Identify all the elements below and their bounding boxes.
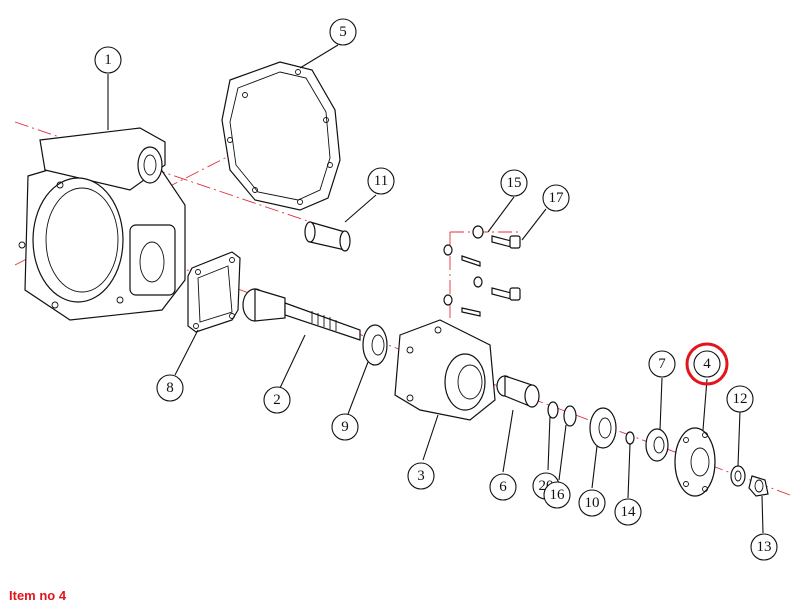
part-ring-14[interactable]	[625, 431, 635, 445]
part-flange[interactable]	[674, 427, 716, 497]
part-washer-16[interactable]	[563, 405, 577, 427]
callout-label: 10	[585, 495, 600, 511]
part-nut[interactable]	[748, 475, 769, 497]
part-gasket-large[interactable]	[221, 61, 341, 211]
callout-label: 15	[507, 175, 522, 191]
callout-label: 9	[341, 419, 349, 435]
callout-13[interactable]: 13	[750, 533, 778, 561]
part-gear-cover[interactable]	[394, 319, 496, 421]
callout-12[interactable]: 12	[726, 385, 754, 413]
callout-label: 11	[374, 173, 388, 189]
callout-9[interactable]: 9	[331, 413, 359, 441]
callout-2[interactable]: 2	[263, 386, 291, 414]
callout-label: 6	[499, 479, 507, 495]
part-gasket-small[interactable]	[187, 251, 241, 333]
callout-6[interactable]: 6	[489, 473, 517, 501]
callout-14[interactable]: 14	[614, 498, 642, 526]
callout-label: 7	[658, 356, 666, 372]
callout-1[interactable]: 1	[94, 46, 122, 74]
selection-highlight-ring	[685, 342, 729, 386]
part-sleeve[interactable]	[496, 375, 540, 408]
callout-11[interactable]: 11	[367, 167, 395, 195]
callout-8[interactable]: 8	[156, 374, 184, 402]
part-bushing[interactable]	[304, 221, 351, 252]
callout-label: 16	[550, 487, 566, 503]
callout-5[interactable]: 5	[329, 18, 357, 46]
callout-10[interactable]: 10	[578, 489, 606, 517]
callout-3[interactable]: 3	[407, 462, 435, 490]
callout-4[interactable]: 4	[685, 342, 729, 386]
callout-label: 2	[273, 392, 281, 408]
part-washer-12[interactable]	[730, 465, 746, 487]
callout-label: 13	[757, 539, 772, 555]
callout-label: 5	[339, 24, 347, 40]
part-bolts[interactable]	[443, 225, 521, 317]
part-bearing-9[interactable]	[362, 324, 388, 366]
callout-label: 4	[703, 356, 711, 372]
callout-label: 14	[621, 504, 637, 520]
callout-label: 12	[733, 391, 748, 407]
part-washer-20[interactable]	[547, 401, 559, 419]
callout-label: 1	[104, 52, 112, 68]
callout-17[interactable]: 17	[542, 184, 570, 212]
callout-7[interactable]: 7	[648, 350, 676, 378]
callout-15[interactable]: 15	[500, 169, 528, 197]
callout-label: 8	[166, 380, 174, 396]
part-housing[interactable]	[18, 127, 186, 321]
leader-lines	[107, 44, 764, 534]
callout-label: 17	[549, 190, 565, 206]
callout-16[interactable]: 16	[543, 481, 571, 509]
item-caption: Item no 4	[9, 588, 67, 603]
part-seal[interactable]	[645, 428, 669, 462]
callout-label: 3	[417, 468, 425, 484]
part-shaft[interactable]	[242, 288, 361, 341]
part-bearing-10[interactable]	[589, 407, 617, 449]
